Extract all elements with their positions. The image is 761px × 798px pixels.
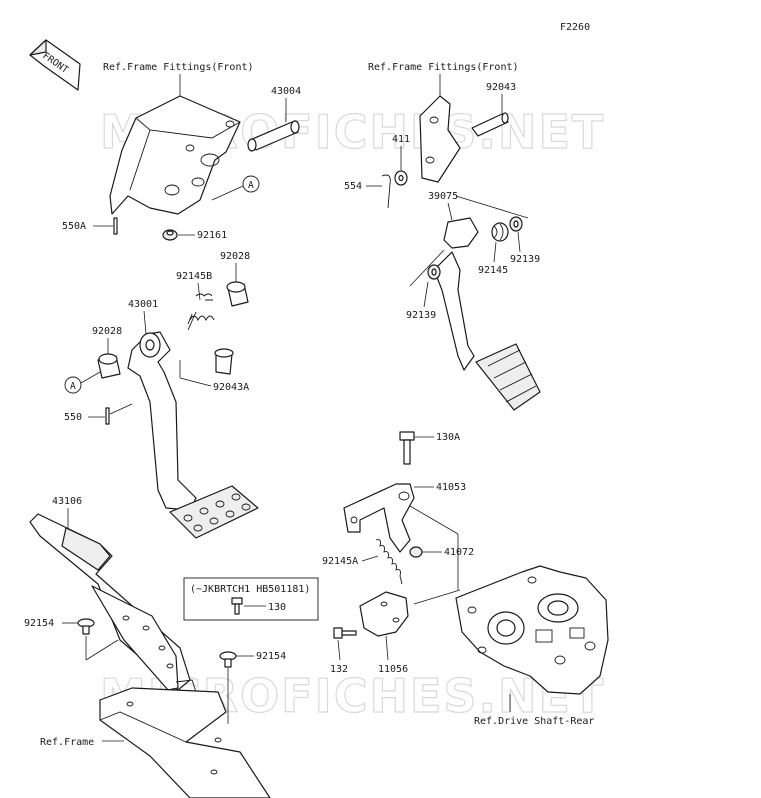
- part-92139-bushing-left: [427, 264, 441, 280]
- label-92145B: 92145B: [176, 271, 212, 282]
- part-92145B-spring: [187, 293, 215, 331]
- part-130-bolt: [231, 597, 243, 615]
- ref-frame: Ref.Frame: [40, 737, 94, 748]
- drive-shaft-housing: [455, 565, 609, 695]
- frame-fitting-bracket-right: [419, 95, 461, 183]
- part-550-cotter-pin: [105, 407, 110, 425]
- label-130: 130: [268, 602, 286, 613]
- label-411: 411: [392, 134, 410, 145]
- part-11056-bracket: [359, 591, 409, 637]
- part-92161-nut: [162, 229, 178, 241]
- part-92154-bolt-left: [77, 618, 95, 635]
- label-92161: 92161: [197, 230, 227, 241]
- part-554-clip: [381, 174, 391, 209]
- label-92145: 92145: [478, 265, 508, 276]
- part-41053-bracket: [343, 483, 415, 553]
- part-92028-bushing-left: [97, 353, 121, 379]
- label-41053: 41053: [436, 482, 466, 493]
- label-92043: 92043: [486, 82, 516, 93]
- callout-a-left: [64, 376, 82, 394]
- label-92043A: 92043A: [213, 382, 249, 393]
- part-411-washer: [394, 170, 408, 186]
- ref-drive-shaft-rear: Ref.Drive Shaft-Rear: [474, 716, 594, 727]
- part-92145-spring: [491, 222, 509, 242]
- serial-note-box: [183, 577, 319, 621]
- label-11056: 11056: [378, 664, 408, 675]
- label-550: 550: [64, 412, 82, 423]
- part-132-bolt: [333, 627, 357, 639]
- callout-a-left-text: A: [70, 381, 76, 392]
- part-130A-bolt: [399, 431, 415, 465]
- label-92028-left: 92028: [92, 326, 122, 337]
- diagram-code: F2260: [560, 22, 590, 33]
- label-132: 132: [330, 664, 348, 675]
- ref-frame-fittings-right: Ref.Frame Fittings(Front): [368, 62, 519, 73]
- callout-a-top: [242, 175, 260, 193]
- label-92028-top: 92028: [220, 251, 250, 262]
- callout-a-top-text: A: [248, 180, 254, 191]
- part-92028-bushing-top: [226, 281, 249, 307]
- label-554: 554: [344, 181, 362, 192]
- label-92154-right: 92154: [256, 651, 286, 662]
- label-43106: 43106: [52, 496, 82, 507]
- label-43004: 43004: [271, 86, 301, 97]
- label-92139-right: 92139: [510, 254, 540, 265]
- part-accelerator-pedal: [433, 217, 541, 411]
- part-92139-bushing-right: [509, 216, 523, 232]
- label-550A: 550A: [62, 221, 86, 232]
- part-41072-nut: [409, 546, 423, 558]
- label-92154-left: 92154: [24, 618, 54, 629]
- ref-frame-fittings-left: Ref.Frame Fittings(Front): [103, 62, 254, 73]
- frame-rail: [99, 687, 271, 798]
- part-92043-pivot-pin: [471, 112, 509, 137]
- serial-note: (~JKBRTCH1 HB501181): [190, 584, 310, 595]
- label-92139-left: 92139: [406, 310, 436, 321]
- label-92145A: 92145A: [322, 556, 358, 567]
- label-130A: 130A: [436, 432, 460, 443]
- front-arrow-icon: FRONT: [29, 39, 81, 91]
- part-92145A-spring: [375, 539, 403, 585]
- part-43001-brake-pedal: [127, 331, 259, 539]
- part-43004-pivot-pin: [247, 120, 300, 152]
- label-41072: 41072: [444, 547, 474, 558]
- part-550A-cotter-pin: [113, 217, 118, 235]
- frame-fitting-bracket-left: [109, 95, 241, 215]
- label-39075: 39075: [428, 191, 458, 202]
- label-43001: 43001: [128, 299, 158, 310]
- part-92154-bolt-right: [219, 651, 237, 668]
- part-92043A-pin: [214, 348, 234, 375]
- part-43106-parking-brake-lever: [29, 513, 197, 701]
